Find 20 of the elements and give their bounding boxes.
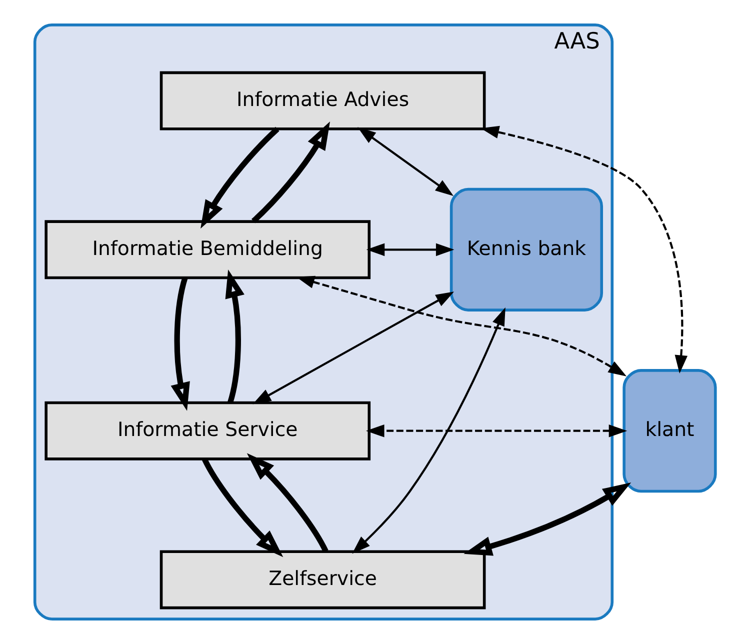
arrow: [202, 458, 284, 558]
node-box: Kennis bank: [450, 188, 604, 312]
node-box: Zelfservice: [160, 550, 486, 610]
node-box: klant: [622, 369, 717, 493]
arrow: [225, 270, 244, 404]
arrow: [352, 307, 506, 554]
arrow: [480, 126, 688, 374]
arrow: [366, 424, 628, 438]
node-box: Informatie Advies: [160, 71, 486, 130]
arrow: [252, 292, 454, 404]
arrow: [464, 482, 632, 556]
arrow: [246, 453, 328, 552]
arrow: [251, 122, 330, 224]
arrow: [170, 277, 190, 411]
node-box: Informatie Bemiddeling: [44, 220, 371, 280]
arrow: [366, 243, 454, 256]
arrow: [296, 276, 627, 376]
arrow: [200, 126, 280, 229]
arrow: [358, 127, 454, 196]
node-box: Informatie Service: [44, 401, 371, 460]
